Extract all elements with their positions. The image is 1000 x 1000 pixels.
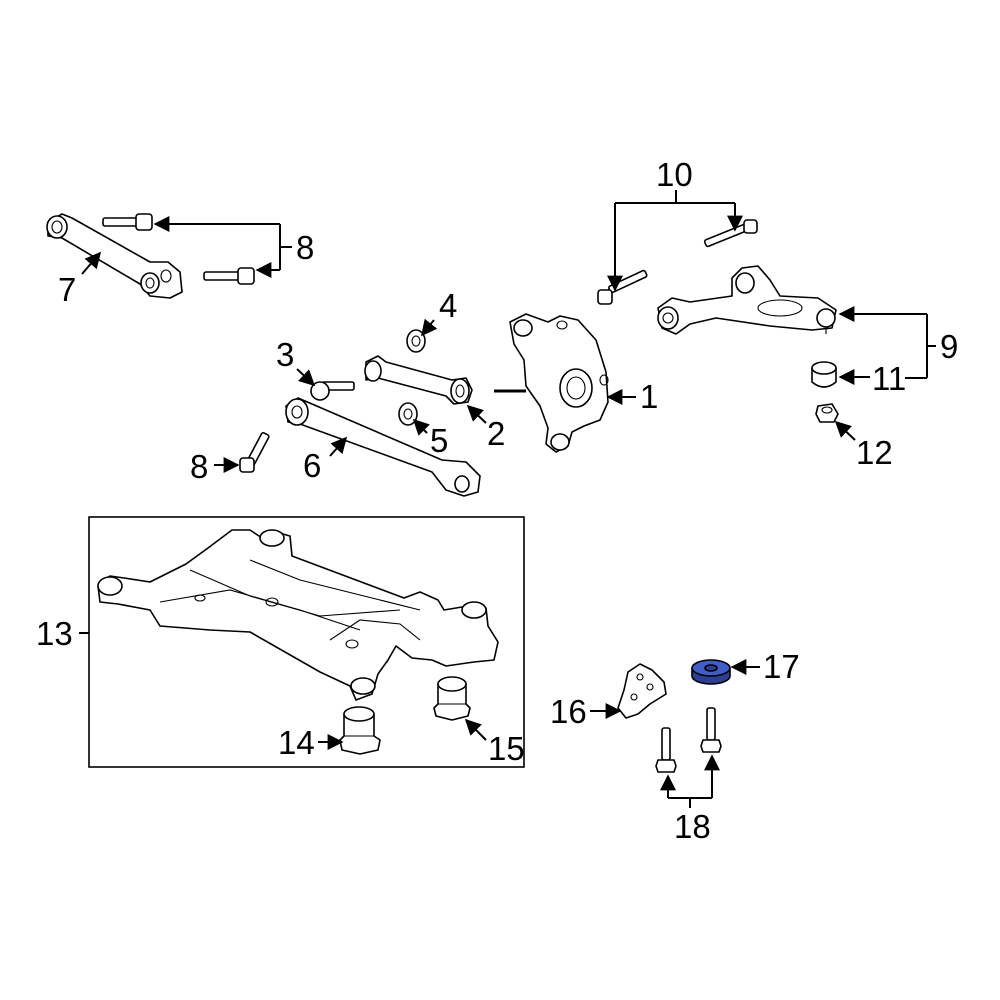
part-15-bushing[interactable] <box>433 676 471 721</box>
callout-3: 3 <box>276 336 294 373</box>
callout-17: 17 <box>763 648 800 685</box>
part-18-bolt-left[interactable] <box>655 727 677 773</box>
callout-10: 10 <box>656 156 693 193</box>
callout-5: 5 <box>430 422 448 459</box>
part-18-bolt-right[interactable] <box>700 707 722 753</box>
bolt-8-upper-b[interactable] <box>203 267 255 285</box>
part-12-nut[interactable] <box>815 403 839 423</box>
callout-18: 18 <box>674 808 711 845</box>
callout-15: 15 <box>488 730 525 767</box>
leader-8-upper <box>153 216 292 278</box>
callout-1: 1 <box>640 378 658 415</box>
leader-7 <box>81 251 102 275</box>
leader-3 <box>296 368 316 387</box>
part-4-bushing[interactable] <box>406 329 426 353</box>
part-10-bolt-right[interactable] <box>703 219 758 248</box>
callout-7: 7 <box>58 271 76 308</box>
callout-8-lower: 8 <box>190 448 208 485</box>
leader-9 <box>838 306 936 379</box>
part-11-bushing[interactable] <box>811 361 837 388</box>
leader-18 <box>660 754 720 808</box>
callout-14: 14 <box>278 724 315 761</box>
callout-12: 12 <box>856 434 893 471</box>
part-6-lower-arm[interactable] <box>285 397 481 497</box>
part-3-bolt[interactable] <box>310 381 355 401</box>
part-9-upper-arm[interactable] <box>657 265 837 335</box>
callout-8-upper: 8 <box>296 229 314 266</box>
part-16-bracket[interactable] <box>617 663 667 719</box>
part-7-trailing-arm[interactable] <box>46 213 183 299</box>
callout-2: 2 <box>487 415 505 452</box>
leader-15 <box>464 718 487 741</box>
leader-12 <box>834 420 856 441</box>
part-13-box <box>88 516 525 768</box>
callout-4: 4 <box>439 287 457 324</box>
part-17-washer-highlighted[interactable] <box>691 659 731 685</box>
callout-9: 9 <box>940 328 958 365</box>
bolt-8-lower[interactable] <box>239 432 270 473</box>
leader-4 <box>421 318 438 337</box>
callout-11: 11 <box>872 360 906 397</box>
leader-10 <box>607 190 743 292</box>
callout-16: 16 <box>550 693 587 730</box>
bolt-8-upper-a[interactable] <box>102 213 153 231</box>
leader-2 <box>466 404 487 424</box>
part-5-bushing[interactable] <box>398 402 418 426</box>
part-10-bolt-left[interactable] <box>597 269 648 305</box>
part-1-knuckle[interactable] <box>494 313 609 453</box>
leader-6 <box>329 436 348 457</box>
part-2-link[interactable] <box>364 355 473 405</box>
part-14-bushing[interactable] <box>339 706 381 755</box>
leader-5 <box>412 418 430 436</box>
callout-13: 13 <box>36 615 73 652</box>
part-13-subframe[interactable] <box>97 529 499 701</box>
callout-6: 6 <box>303 447 321 484</box>
